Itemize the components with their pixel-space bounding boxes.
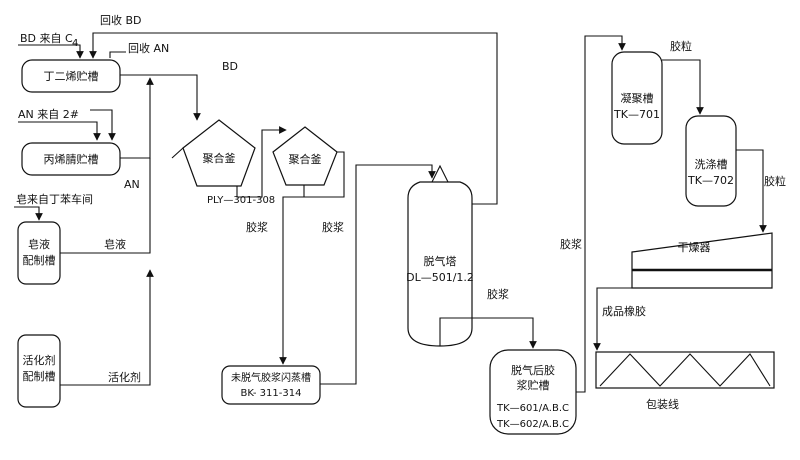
butadiene-tank: 丁二烯贮槽 — [21, 59, 121, 93]
storage-tank-label-1: 脱气后胶 — [511, 363, 555, 377]
soap-liquid-label: 皂液 — [104, 237, 126, 251]
acrylonitrile-tank-label: 丙烯腈贮槽 — [44, 153, 99, 166]
soap-source-label: 皂来自丁苯车间 — [16, 192, 93, 206]
coagulation-tank-label-2: TK—701 — [613, 108, 660, 121]
storage-tank-label-4: TK—602/A.B.C — [496, 419, 569, 430]
an-label: AN — [124, 178, 140, 191]
flash-tank-label-2: BK- 311-314 — [241, 388, 302, 399]
activator-prep-tank-label-1: 活化剂 — [23, 353, 56, 367]
bd-feed-sub-label: 4 — [72, 38, 78, 49]
coagulation-tank: 凝聚槽 TK—701 — [611, 51, 663, 145]
washing-tank-label-2: TK—702 — [687, 174, 734, 187]
latex-label-4: 胶浆 — [560, 237, 582, 251]
flash-tank: 未脱气胶浆闪蒸槽 BK- 311-314 — [221, 365, 321, 405]
crumb-label-2: 胶粒 — [764, 174, 786, 188]
crumb-label-1: 胶粒 — [670, 39, 692, 53]
degassing-tower-label-2: DL—501/1.2 — [406, 271, 474, 284]
soap-prep-tank-label-1: 皂液 — [28, 237, 50, 251]
reactor-2-label: 聚合釜 — [289, 152, 322, 166]
latex-label-3: 胶浆 — [487, 287, 509, 301]
washing-tank: 洗涤槽 TK—702 — [685, 115, 737, 207]
packaging-conveyor — [595, 351, 775, 389]
activator-label: 活化剂 — [108, 370, 141, 384]
bd-label: BD — [222, 60, 238, 73]
bd-feed-label: BD 来自 C — [20, 32, 73, 45]
flash-tank-label-1: 未脱气胶浆闪蒸槽 — [231, 371, 311, 384]
polymerization-reactor-1: 聚合釜 — [182, 119, 256, 187]
an-feed-label: AN 来自 2# — [18, 108, 79, 121]
butadiene-tank-label: 丁二烯贮槽 — [44, 70, 99, 83]
recycle-an-label: 回收 AN — [128, 41, 169, 55]
coagulation-tank-label-1: 凝聚槽 — [621, 91, 654, 105]
degassed-latex-storage-tank: 脱气后胶 浆贮槽 TK—601/A.B.C TK—602/A.B.C — [489, 349, 577, 435]
latex-label-2: 胶浆 — [322, 220, 344, 234]
storage-tank-label-3: TK—601/A.B.C — [496, 403, 569, 414]
soap-prep-tank: 皂液 配制槽 — [17, 221, 61, 285]
latex-label-1: 胶浆 — [246, 220, 268, 234]
stream-labels: BD 来自 C 4 回收 BD 回收 AN BD AN 来自 2# AN 皂来自… — [16, 13, 786, 411]
packaging-line-label: 包装线 — [646, 397, 679, 411]
flow-lines — [14, 32, 767, 393]
recycle-bd-label: 回收 BD — [100, 13, 142, 27]
dryer: 干燥器 — [631, 232, 773, 289]
finished-rubber-label: 成品橡胶 — [602, 304, 646, 318]
degassing-tower-label-1: 脱气塔 — [424, 254, 457, 268]
dryer-label: 干燥器 — [678, 241, 711, 254]
acrylonitrile-tank: 丙烯腈贮槽 — [21, 142, 121, 176]
reactor-1-label: 聚合釜 — [203, 151, 236, 165]
washing-tank-label-1: 洗涤槽 — [695, 157, 728, 171]
activator-prep-tank-label-2: 配制槽 — [23, 370, 56, 383]
activator-prep-tank: 活化剂 配制槽 — [17, 334, 61, 408]
polymerization-reactor-2: 聚合釜 — [272, 126, 338, 186]
reactor-tag: PLY—301-308 — [207, 195, 275, 206]
storage-tank-label-2: 浆贮槽 — [517, 378, 550, 392]
soap-prep-tank-label-2: 配制槽 — [23, 254, 56, 267]
